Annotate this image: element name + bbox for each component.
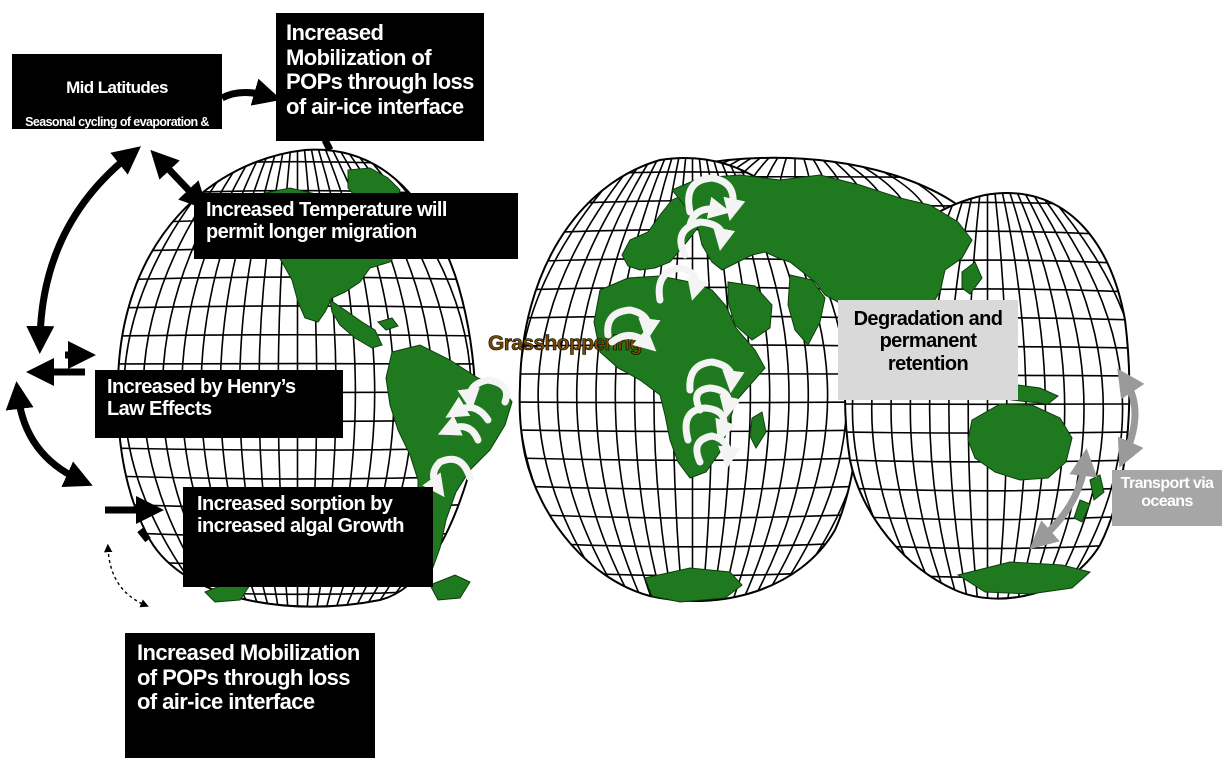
grasshopper-cycle-arrows xyxy=(422,174,746,498)
meridian-line xyxy=(556,157,652,602)
meridian-line xyxy=(595,157,664,602)
transport-box: Transport via oceans xyxy=(1112,470,1222,526)
arrow-grey-top xyxy=(1117,368,1145,468)
temperature-box: Increased Temperature will permit longer… xyxy=(194,193,518,259)
arrow-temp-diag xyxy=(150,149,208,211)
cycle-arrow xyxy=(685,174,746,221)
parallel-line xyxy=(840,600,1135,606)
arrow-mid-lat-to-mobilization xyxy=(220,78,282,106)
arabia-landmass xyxy=(727,281,773,341)
mid-latitudes-subtitle: Seasonal cycling of evaporation & deposi… xyxy=(25,114,209,129)
mobilization-top-box: Increased Mobilization of POPs through l… xyxy=(276,13,484,141)
meridian-line xyxy=(1010,193,1066,599)
meridian-line xyxy=(575,157,658,602)
sorption-box: Increased sorption by increased algal Gr… xyxy=(183,487,433,587)
arrow-sorption-curve xyxy=(5,381,93,487)
arrow-left-long-curve xyxy=(26,146,141,354)
meridian-line xyxy=(1016,193,1085,599)
arrow-small-square xyxy=(137,527,151,543)
japan-landmass xyxy=(961,261,983,295)
grasshoppering-label: Grasshoppering xyxy=(488,332,642,355)
parallel-line xyxy=(519,485,861,490)
cycle-arrow xyxy=(693,384,742,419)
cycle-arrow xyxy=(682,404,737,444)
cycle-arrow xyxy=(445,396,492,424)
parallel-line xyxy=(515,626,870,633)
antarctica-central xyxy=(644,567,743,603)
parallel-line xyxy=(110,616,485,623)
meridian-line xyxy=(633,157,676,602)
cycle-arrow xyxy=(693,432,741,470)
meridian-line xyxy=(614,157,670,602)
cycle-arrow xyxy=(608,328,657,352)
mid-latitudes-title: Mid Latitudes xyxy=(66,77,168,97)
cycle-arrow xyxy=(655,264,709,304)
meridian-line xyxy=(537,157,646,602)
central-america-landmass xyxy=(329,298,383,349)
cycle-arrow xyxy=(604,306,661,342)
mid-latitudes-box: Mid Latitudes Seasonal cycling of evapor… xyxy=(12,54,222,129)
parallel-line xyxy=(515,654,870,662)
parallel-line xyxy=(117,305,476,309)
dashed-arrow-bottom xyxy=(104,543,149,608)
parallel-line xyxy=(515,143,870,150)
cycle-arrow xyxy=(677,218,736,259)
antarctica-tip xyxy=(429,574,471,601)
cycle-arrow xyxy=(686,358,745,394)
antarctica-east xyxy=(956,561,1092,595)
henry-box: Increased by Henry’s Law Effects xyxy=(95,370,343,438)
parallel-line xyxy=(117,333,476,337)
parallel-line xyxy=(595,148,995,150)
india-landmass xyxy=(787,274,826,346)
degradation-box: Degradation and permanent retention xyxy=(838,300,1018,400)
arrow-mobilization-down xyxy=(321,138,334,152)
black-arrows xyxy=(5,78,334,543)
madagascar-landmass xyxy=(749,411,767,450)
parallel-line xyxy=(840,628,1135,635)
cycle-arrow xyxy=(422,455,474,498)
grey-arrows xyxy=(1029,368,1145,550)
cycle-arrow xyxy=(457,376,511,412)
arrow-grey-bottom xyxy=(1029,448,1098,550)
meridian-line xyxy=(1022,193,1105,599)
parallel-line xyxy=(519,513,861,519)
mobilization-bottom-box: Increased Mobilization of POPs through l… xyxy=(125,633,375,758)
caribbean-islands xyxy=(377,317,399,331)
cycle-arrow xyxy=(437,415,482,444)
